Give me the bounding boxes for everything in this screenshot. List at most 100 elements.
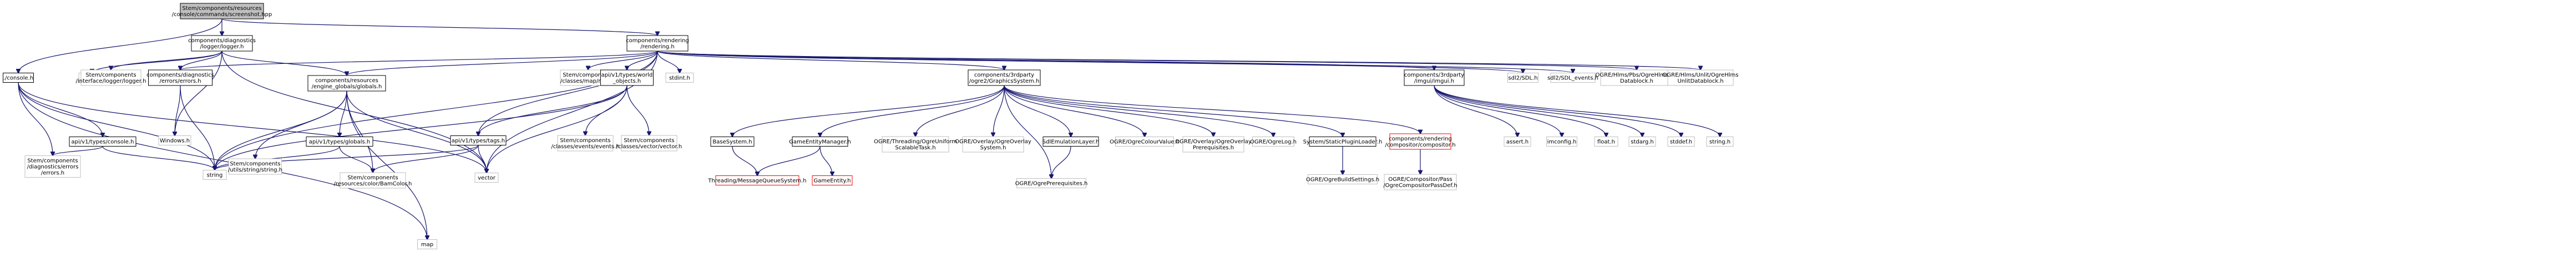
node-rendering[interactable]: components/rendering/rendering.h [626,35,689,52]
node-events[interactable]: Stem/components/classes/events/events.h [551,135,620,152]
node-label: string [207,173,223,179]
node-imconfig[interactable]: imconfig.h [1546,137,1577,147]
node-box [962,136,1024,153]
node-label: float.h [1597,139,1615,145]
edge-types-tags-to-vector [478,145,487,173]
edge-rendering-to-world-objects [627,51,658,70]
node-assert[interactable]: assert.h [1504,137,1531,147]
node-box [665,73,694,83]
node-box [1600,69,1673,86]
node-box [1115,137,1174,147]
node-box [1667,137,1695,147]
node-types-console[interactable]: api/v1/types/console.h [69,137,136,147]
edge-sdl-emulation-to-ogre-prereq [1051,146,1071,179]
node-game-entity-manager[interactable]: GameEntityManager.h [789,137,851,147]
node-label: System/StaticPluginLoader.h [1303,139,1383,145]
node-imgui[interactable]: components/3rdparty/imgui/imgui.h [1404,69,1465,86]
node-world-objects[interactable]: api/v1/types/world_objects.h [600,69,654,86]
edge-imgui-to-stddef [1434,85,1681,137]
node-stddef[interactable]: stddef.h [1667,137,1695,147]
node-label: /resources/color/BamColor.h [334,181,412,187]
edge-logger-to-windows [175,51,222,136]
node-label: OGRE/Overlay/OgreOverlay [1175,139,1252,145]
node-string[interactable]: string [203,170,227,180]
edge-rendering-to-graphics-system [657,51,1004,70]
node-classes-vector[interactable]: Stem/components/classes/vector/vector.h [616,135,682,152]
edge-logger-to-diag-errors [180,51,222,70]
node-ogre-log[interactable]: OGRE/OgreLog.h [1250,137,1297,147]
edge-types-console-to-diag-errors-stem [53,145,103,156]
node-build-settings[interactable]: OGRE/OgreBuildSettings.h [1306,174,1379,184]
node-label: /OgreCompositorPassDef.h [1383,183,1457,189]
node-label: /interface/logger/logger.h [75,78,146,84]
node-logger[interactable]: components/diagnostics/logger/logger.h [188,35,256,52]
node-label: GameEntityManager.h [789,139,851,145]
node-iface-logger[interactable]: Stem/components/interface/logger/logger.… [75,69,146,86]
node-box [1016,178,1086,188]
node-box [626,35,689,52]
edge-graphics-system-to-colour-value [1004,85,1145,137]
node-types-globals[interactable]: api/v1/types/globals.h [306,137,373,147]
node-stdarg[interactable]: stdarg.h [1628,137,1656,147]
node-label: Stem/components [27,158,78,164]
node-box [1667,69,1734,86]
node-sdl-emulation[interactable]: SdlEmulationLayer.h [1042,137,1099,147]
edge-types-globals-to-bamcolor [339,146,373,173]
node-stdint[interactable]: stdint.h [665,73,694,83]
node-label: OGRE/OgreLog.h [1250,139,1297,145]
node-label: Stem/components [230,161,280,167]
node-msg-queue[interactable]: Threading/MessageQueueSystem.h [707,175,807,185]
edge-imgui-to-stdarg [1434,85,1642,137]
node-compositor-pass[interactable]: OGRE/Compositor/Pass/OgreCompositorPassD… [1383,174,1457,190]
node-sdl[interactable]: sdl2/SDL.h [1507,73,1538,83]
node-base-system[interactable]: BaseSystem.h [710,137,755,147]
node-colour-value[interactable]: OGRE/OgreColourValue.h [1110,137,1180,147]
node-label: api/v1/types/globals.h [309,139,370,145]
node-utils-string[interactable]: Stem/components/utils/string/string.h [228,158,282,175]
node-root[interactable]: Stem/components/resources/console/comman… [172,3,272,19]
node-label: components/3rdparty [1404,72,1464,78]
node-label: OGRE/OgreBuildSettings.h [1306,177,1379,183]
node-engine-globals[interactable]: components/resources/engine_globals/glob… [307,75,386,92]
edge-console-to-diag-errors-stem [18,82,53,156]
node-windows[interactable]: Windows.h [158,135,191,145]
node-map[interactable]: map [417,239,437,249]
node-float[interactable]: float.h [1594,137,1618,147]
edge-diag-errors-to-windows [175,85,181,136]
node-diag-errors[interactable]: components/diagnostics/errors/errors.h [146,69,214,86]
node-label: Stem/components [624,138,674,144]
node-box [180,3,264,19]
node-label: ScalableTask.h [895,145,935,151]
node-game-entity[interactable]: GameEntity.h [812,175,853,185]
edge-imgui-to-string-h [1434,85,1720,137]
edge-rendering-to-engine-globals [347,51,658,75]
node-label: /compositor/compositor.h [1385,142,1455,148]
node-label: /errors.h [41,170,64,177]
node-string-h[interactable]: string.h [1706,137,1734,147]
node-diag-errors-stem[interactable]: Stem/components/diagnostics/errors/error… [24,155,81,178]
node-bamcolor[interactable]: Stem/components/resources/color/BamColor… [334,172,412,189]
edge-imgui-to-float [1434,85,1606,137]
node-box [1504,137,1531,147]
node-label: Stem/components [560,138,610,144]
node-static-plugin[interactable]: System/StaticPluginLoader.h [1303,137,1383,147]
edge-rendering-to-stdint [657,51,680,73]
node-types-tags[interactable]: api/v1/types/tags.h [450,135,507,145]
node-compositor-rendering[interactable]: components/rendering/compositor/composit… [1385,133,1456,150]
node-label: components/diagnostics [146,72,214,78]
node-label: OGRE/Overlay/OgreOverlay [955,139,1031,145]
edge-game-entity-manager-to-msg-queue [757,146,821,176]
node-console[interactable]: ./console.h [3,73,34,83]
node-vector[interactable]: vector [474,173,499,183]
node-sdl-events[interactable]: sdl2/SDL_events.h [1547,73,1598,83]
node-ogre-prereq[interactable]: OGRE/OgrePrerequisites.h [1015,178,1088,188]
node-graphics-system[interactable]: components/3rdparty/ogre2/GraphicsSystem… [968,69,1041,86]
node-label: Windows.h [160,138,190,144]
node-label: /imgui/imgui.h [1414,78,1454,84]
